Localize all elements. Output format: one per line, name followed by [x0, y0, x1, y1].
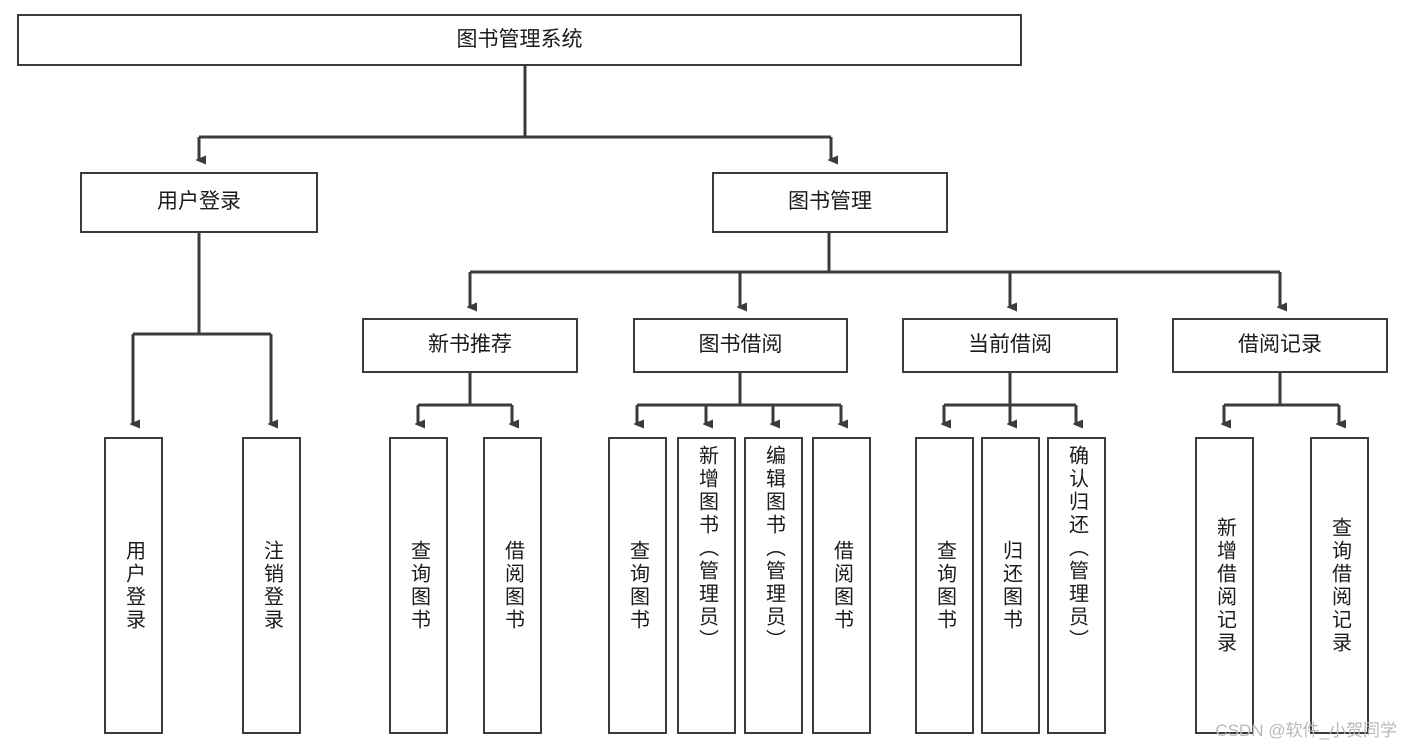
leaf-record-add-record-label: 新增借阅记录 [1213, 516, 1236, 655]
node-borrow-record-label: 借阅记录 [1238, 333, 1322, 357]
leaf-recommend-query-book[interactable]: 查询图书 [389, 437, 448, 734]
leaf-record-query-record-label: 查询借阅记录 [1328, 516, 1351, 655]
leaf-user-logout[interactable]: 注销登录 [242, 437, 301, 734]
leaf-recommend-borrow-book[interactable]: 借阅图书 [483, 437, 542, 734]
leaf-recommend-query-book-label: 查询图书 [407, 539, 430, 632]
leaf-user-logout-label: 注销登录 [260, 539, 283, 632]
node-root-label: 图书管理系统 [456, 27, 583, 51]
leaf-borrow-query-book-label: 查询图书 [626, 539, 649, 632]
leaf-current-return-book[interactable]: 归还图书 [981, 437, 1040, 734]
leaf-recommend-borrow-book-label: 借阅图书 [501, 539, 524, 632]
leaf-borrow-add-book-label: 新增图书（管理员） [695, 445, 718, 652]
node-new-book-recommend-label: 新书推荐 [428, 333, 512, 357]
node-book-borrow[interactable]: 图书借阅 [633, 318, 848, 373]
node-borrow-record[interactable]: 借阅记录 [1172, 318, 1388, 373]
leaf-borrow-add-book[interactable]: 新增图书（管理员） [677, 437, 736, 734]
leaf-current-confirm-return-label: 确认归还（管理员） [1065, 445, 1088, 652]
leaf-user-login-label: 用户登录 [122, 539, 145, 632]
leaf-current-confirm-return[interactable]: 确认归还（管理员） [1047, 437, 1106, 734]
node-root[interactable]: 图书管理系统 [17, 14, 1022, 66]
leaf-borrow-edit-book-label: 编辑图书（管理员） [762, 445, 785, 652]
node-user-login[interactable]: 用户登录 [80, 172, 318, 233]
node-current-borrow-label: 当前借阅 [968, 333, 1052, 357]
node-user-login-label: 用户登录 [157, 190, 241, 214]
leaf-current-query-book-label: 查询图书 [933, 539, 956, 632]
node-book-borrow-label: 图书借阅 [698, 333, 783, 357]
leaf-record-query-record[interactable]: 查询借阅记录 [1310, 437, 1369, 734]
node-new-book-recommend[interactable]: 新书推荐 [362, 318, 578, 373]
leaf-current-query-book[interactable]: 查询图书 [915, 437, 974, 734]
leaf-borrow-query-book[interactable]: 查询图书 [608, 437, 667, 734]
leaf-borrow-edit-book[interactable]: 编辑图书（管理员） [744, 437, 803, 734]
leaf-record-add-record[interactable]: 新增借阅记录 [1195, 437, 1254, 734]
node-current-borrow[interactable]: 当前借阅 [902, 318, 1118, 373]
leaf-current-return-book-label: 归还图书 [999, 539, 1022, 632]
leaf-user-login[interactable]: 用户登录 [104, 437, 163, 734]
csdn-watermark: CSDN @软件_小贺同学 [1215, 721, 1397, 740]
leaf-borrow-borrow-book-label: 借阅图书 [830, 539, 853, 632]
leaf-borrow-borrow-book[interactable]: 借阅图书 [812, 437, 871, 734]
node-book-management-label: 图书管理 [788, 190, 872, 214]
node-book-management[interactable]: 图书管理 [712, 172, 948, 233]
